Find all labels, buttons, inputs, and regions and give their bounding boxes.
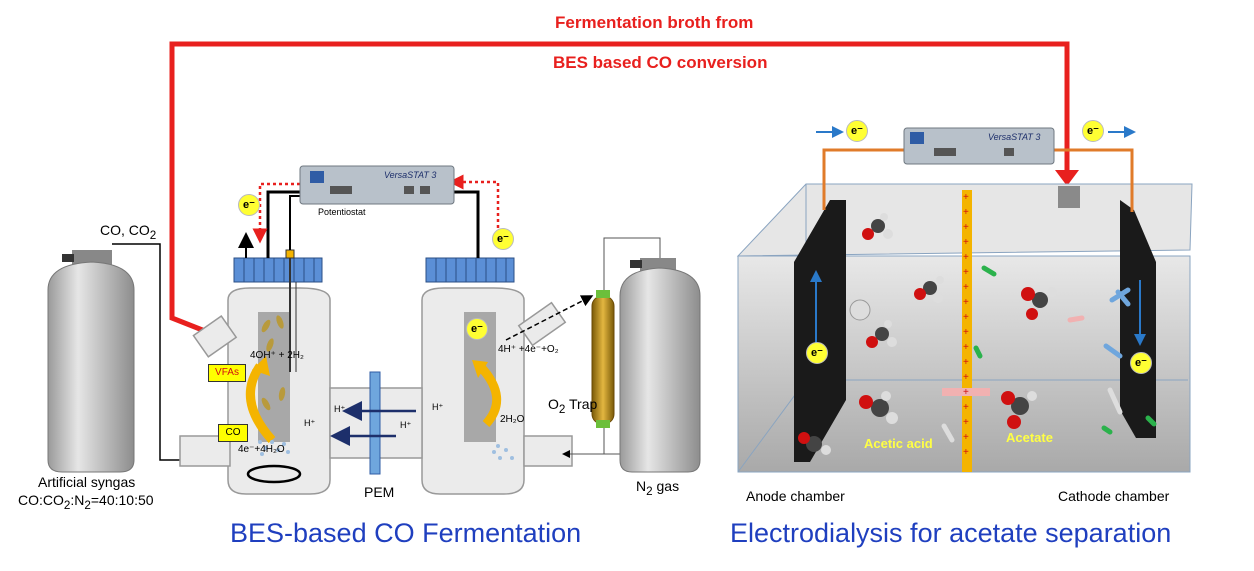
anode-electrode-plate [794, 200, 846, 462]
anode-chamber-label: Anode chamber [746, 488, 845, 504]
membrane-plus-sign: + [963, 357, 969, 368]
membrane-plus-sign: + [963, 282, 969, 293]
o2-trap-label: O2 Trap [548, 396, 598, 416]
device-brand-right: VersaSTAT 3 [988, 132, 1041, 142]
membrane-plus-sign: + [963, 327, 969, 338]
membrane-plus-sign: + [963, 237, 969, 248]
membrane-plus-sign: + [963, 402, 969, 413]
electron-badge-5: e⁻ [1082, 120, 1104, 142]
pem-label: PEM [364, 484, 395, 500]
electron-badge-7: e⁻ [1130, 352, 1152, 374]
membrane-plus-sign: + [963, 297, 969, 308]
cathode-eq-top: 4OH⁺ + 2H₂ [250, 350, 304, 361]
cathode-electrode-plate [1120, 200, 1156, 438]
broth-inlet [1058, 186, 1080, 208]
cathode-cap [233, 257, 323, 283]
gas-bubbles [258, 440, 514, 460]
potentiostat-device-right [903, 127, 1055, 165]
anode-eq-bottom: 2H₂O [500, 414, 525, 425]
cathode-electrode [258, 312, 290, 442]
electron-badge-1: e⁻ [238, 194, 260, 216]
cathode-wire-right [1054, 148, 1134, 212]
membrane-plus-sign: + [963, 342, 969, 353]
cathode-eq-bottom: 4e⁻+4H₂O [238, 444, 285, 455]
membrane-plus-sign: + [963, 432, 969, 443]
broth-flow-line [169, 41, 1070, 351]
potentiostat-device [299, 165, 455, 205]
anode-wire-right [822, 148, 904, 210]
membrane-plus-sign: + [963, 387, 969, 398]
broth-flow-title-line2: BES based CO conversion [553, 53, 768, 72]
anode-electron-path [448, 174, 500, 240]
bacteria-graphic [261, 315, 286, 411]
h-plus-1: H⁺ [304, 418, 316, 428]
broth-flow-arrowhead [1055, 170, 1079, 186]
left-panel-title: BES-based CO Fermentation [230, 518, 582, 548]
membrane-plus-sign: + [963, 252, 969, 263]
membrane-plus-sign: + [963, 372, 969, 383]
h-plus-3: H⁺ [432, 402, 444, 412]
anion-exchange-membrane [962, 190, 972, 472]
cathode-wire [266, 190, 302, 258]
membrane-plus-sign: + [963, 267, 969, 278]
n2-cylinder-graphic [619, 258, 701, 473]
device-brand-left: VersaSTAT 3 [384, 170, 437, 180]
reference-electrode-top [285, 249, 295, 259]
cathode-electron-path [252, 182, 300, 244]
syngas-label: Artificial syngas [38, 474, 136, 490]
h-plus-2: H⁺ [334, 404, 346, 414]
electron-badge-3: e⁻ [466, 318, 488, 340]
anode-eq-top: 4H⁺ +4e⁻+O₂ [498, 344, 559, 355]
syngas-ratio: CO:CO2:N2=40:10:50 [18, 492, 154, 512]
electron-badge-4: e⁻ [846, 120, 868, 142]
gas-in-label: CO, CO2 [100, 222, 157, 242]
potentiostat-label: Potentiostat [318, 207, 366, 217]
membrane-plus-sign: + [963, 417, 969, 428]
anode-wire [452, 190, 480, 258]
electron-badge-6: e⁻ [806, 342, 828, 364]
cathode-chamber-label: Cathode chamber [1058, 488, 1170, 504]
h-plus-4: H⁺ [400, 420, 412, 430]
acetate-label: Acetate [1006, 430, 1053, 445]
n2-gas-label: N2 gas [636, 478, 680, 498]
co-box: CO [218, 424, 248, 442]
acetic-acid-label: Acetic acid [864, 436, 933, 451]
syngas-cylinder-graphic [47, 250, 135, 473]
anode-cap [425, 257, 515, 283]
electron-badge-2: e⁻ [492, 228, 514, 250]
broth-flow-title-line1: Fermentation broth from [555, 13, 754, 32]
membrane-plus-sign: + [963, 222, 969, 233]
membrane-plus-sign: + [963, 447, 969, 458]
membrane-plus-sign: + [963, 207, 969, 218]
membrane-plus-sign: + [963, 312, 969, 323]
acetate-molecules [798, 213, 1057, 455]
membrane-plus-sign: + [963, 192, 969, 203]
vfas-box: VFAs [208, 364, 246, 382]
pem-membrane [369, 371, 381, 475]
right-panel-title: Electrodialysis for acetate separation [730, 518, 1172, 548]
ion-fragments [941, 265, 1157, 443]
